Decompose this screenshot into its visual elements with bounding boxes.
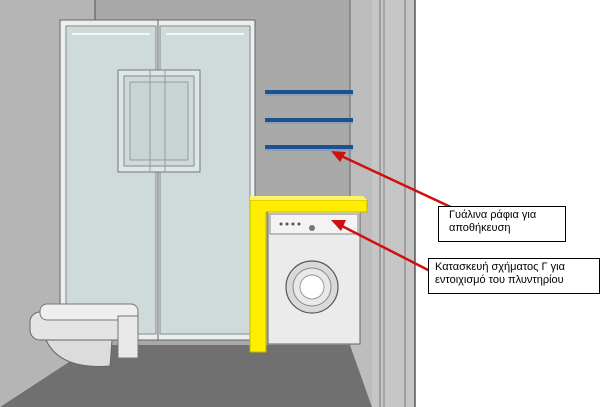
callout-glass-shelves: Γυάλινα ράφια για αποθήκευση [438, 206, 566, 242]
callout-l-shaped-enclosure: Κατασκευή σχήματος Γ για εντοιχισμό του … [428, 258, 600, 294]
annotation-arrows [331, 151, 456, 274]
washing-machine-icon [267, 211, 361, 345]
toilet-icon [29, 303, 139, 367]
glass-shelves [265, 90, 353, 151]
door-jamb [372, 0, 415, 407]
shower-cabin-icon [59, 19, 256, 341]
l-shaped-enclosure [249, 196, 368, 353]
